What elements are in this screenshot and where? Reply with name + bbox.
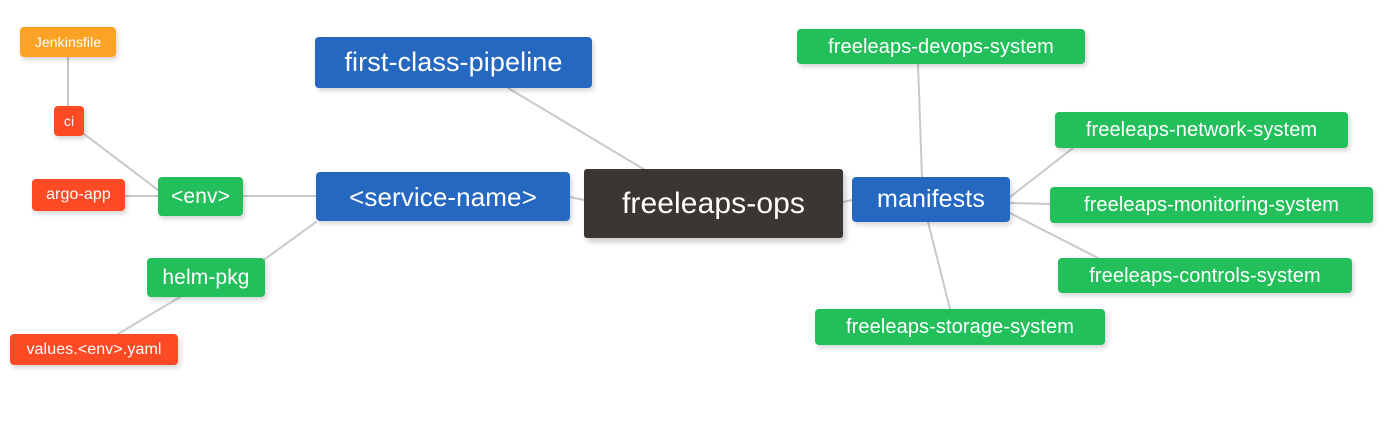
- mindmap-node-freeleaps-controls-system[interactable]: freeleaps-controls-system: [1058, 258, 1352, 293]
- mindmap-node-freeleaps-monitoring-system[interactable]: freeleaps-monitoring-system: [1050, 187, 1373, 223]
- mindmap-edge: [1009, 202, 1051, 205]
- mindmap-node-freeleaps-ops[interactable]: freeleaps-ops: [584, 169, 843, 238]
- mindmap-edge: [264, 221, 317, 260]
- node-label: freeleaps-monitoring-system: [1083, 194, 1339, 216]
- mindmap-node-manifests[interactable]: manifests: [852, 177, 1010, 222]
- mindmap-edge: [842, 199, 853, 203]
- node-label: freeleaps-devops-system: [828, 35, 1054, 58]
- node-label: ci: [63, 113, 75, 129]
- mindmap-node-service-name[interactable]: <service-name>: [316, 172, 570, 221]
- mindmap-node-values-env-yaml[interactable]: values.<env>.yaml: [10, 334, 178, 365]
- mindmap-edge: [917, 63, 923, 178]
- mindmap-node-first-class-pipeline[interactable]: first-class-pipeline: [315, 37, 592, 88]
- node-label: freeleaps-storage-system: [845, 316, 1075, 338]
- mindmap-node-env[interactable]: <env>: [158, 177, 243, 216]
- node-label: freeleaps-controls-system: [1089, 264, 1321, 287]
- node-label: Jenkinsfile: [34, 34, 102, 50]
- node-label: <service-name>: [349, 181, 537, 212]
- mindmap-node-jenkinsfile[interactable]: Jenkinsfile: [20, 27, 116, 57]
- node-label: freeleaps-ops: [621, 186, 806, 220]
- mindmap-edge: [117, 296, 181, 335]
- mindmap-edge: [569, 196, 585, 201]
- node-label: freeleaps-network-system: [1085, 119, 1318, 141]
- mindmap-node-helm-pkg[interactable]: helm-pkg: [147, 258, 265, 297]
- mindmap-node-freeleaps-devops-system[interactable]: freeleaps-devops-system: [797, 29, 1085, 64]
- mindmap-node-freeleaps-network-system[interactable]: freeleaps-network-system: [1055, 112, 1348, 148]
- node-label: manifests: [877, 185, 985, 213]
- mindmap-edge: [507, 87, 646, 171]
- node-label: first-class-pipeline: [344, 47, 563, 77]
- node-label: <env>: [171, 185, 230, 208]
- mindmap-node-argo-app[interactable]: argo-app: [32, 179, 125, 211]
- node-label: values.<env>.yaml: [26, 340, 162, 358]
- node-label: argo-app: [46, 186, 111, 203]
- mindmap-edge: [927, 221, 951, 310]
- node-label: helm-pkg: [162, 266, 250, 289]
- mindmap-node-freeleaps-storage-system[interactable]: freeleaps-storage-system: [815, 309, 1105, 345]
- mindmap-node-ci[interactable]: ci: [54, 106, 84, 136]
